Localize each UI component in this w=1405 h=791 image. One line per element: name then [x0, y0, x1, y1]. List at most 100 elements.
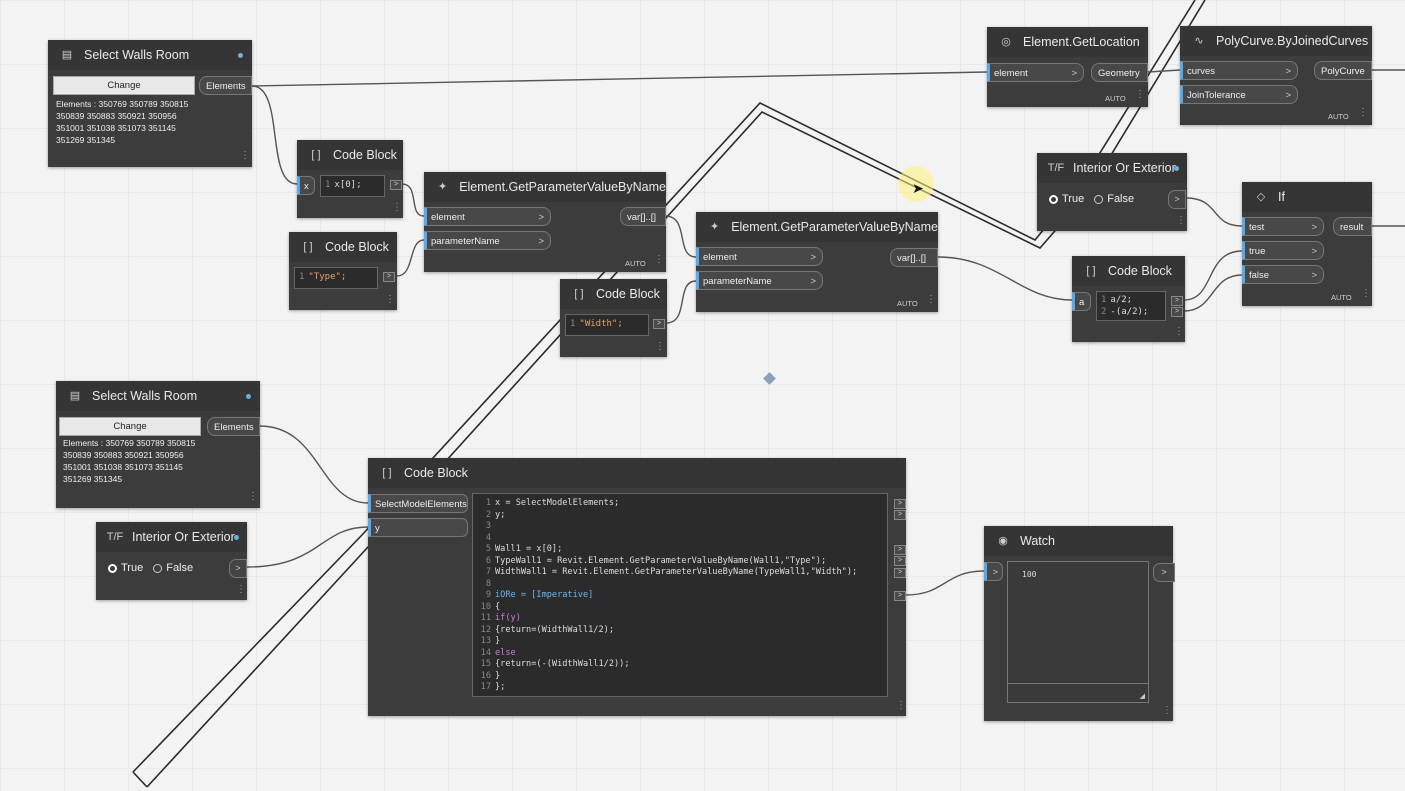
chevron-right-icon: > — [1071, 68, 1077, 79]
chevron-right-icon: > — [992, 567, 998, 578]
output-port-var[interactable]: var[]..[] — [890, 248, 938, 267]
output-port-1[interactable]: > — [894, 499, 906, 509]
node-menu-icon[interactable]: ⋮ — [1174, 326, 1184, 337]
radio-false[interactable]: False — [1094, 193, 1134, 205]
input-port-x[interactable]: x — [297, 176, 315, 195]
input-port-parametername[interactable]: parameterName> — [424, 231, 551, 250]
code-block-node-type[interactable]: [ ]Code Block 1"Type"; > ⋮ — [289, 232, 397, 310]
input-port-a[interactable]: a — [1072, 292, 1091, 311]
node-menu-icon[interactable]: ⋮ — [1176, 215, 1186, 226]
code-text: if(y) — [495, 613, 521, 623]
if-node[interactable]: ◇If test> true> false> result AUTO ⋮ — [1242, 182, 1372, 306]
input-port-true[interactable]: true> — [1242, 241, 1324, 260]
output-port[interactable]: > — [1153, 563, 1175, 582]
input-port[interactable]: > — [984, 562, 1003, 581]
output-port-4[interactable]: > — [894, 556, 906, 566]
code-line: 3 — [477, 521, 883, 533]
input-port-parametername[interactable]: parameterName> — [696, 271, 823, 290]
change-button[interactable]: Change — [59, 417, 201, 436]
input-port-jointolerance[interactable]: JoinTolerance> — [1180, 85, 1298, 104]
output-port-geometry[interactable]: Geometry — [1091, 63, 1148, 82]
output-port-elements[interactable]: Elements — [199, 76, 252, 95]
node-menu-icon[interactable]: ⋮ — [392, 202, 402, 213]
code-line: 10{ — [477, 602, 883, 614]
node-menu-icon[interactable]: ⋮ — [654, 254, 664, 265]
input-port-false[interactable]: false> — [1242, 265, 1324, 284]
code-text: }; — [495, 682, 506, 692]
mouse-cursor-icon: ➤ — [912, 180, 924, 196]
node-menu-icon[interactable]: ⋮ — [926, 294, 936, 305]
polycurve-node[interactable]: ∿PolyCurve.ByJoinedCurves curves> JoinTo… — [1180, 26, 1372, 125]
get-location-node[interactable]: ◎Element.GetLocation element> Geometry A… — [987, 27, 1148, 107]
node-menu-icon[interactable]: ⋮ — [1162, 705, 1172, 716]
output-port-elements[interactable]: Elements — [207, 417, 260, 436]
code-text: else — [495, 647, 516, 658]
output-port-6[interactable]: > — [894, 591, 906, 601]
radio-false[interactable]: False — [153, 562, 193, 574]
resize-handle-icon[interactable]: ◢ — [1139, 693, 1145, 700]
output-port[interactable]: > — [383, 272, 395, 282]
watch-node[interactable]: ◉Watch > 100 ◢ > ⋮ — [984, 526, 1175, 721]
boolean-radio-group[interactable]: True False — [108, 562, 203, 574]
radio-true[interactable]: True — [108, 562, 143, 574]
node-menu-icon[interactable]: ⋮ — [1135, 89, 1145, 100]
node-menu-icon[interactable]: ⋮ — [248, 491, 258, 502]
output-port-5[interactable]: > — [894, 568, 906, 578]
revit-select-icon: ▤ — [69, 390, 81, 402]
node-title: Interior Or Exterior — [132, 530, 235, 544]
code-block-icon: [ ] — [574, 288, 584, 300]
code-line: 12{return=(WidthWall1/2); — [477, 625, 883, 637]
code-block-node-width[interactable]: [ ]Code Block 1"Width"; > ⋮ — [560, 279, 667, 357]
radio-true[interactable]: True — [1049, 193, 1084, 205]
get-parameter-node-1[interactable]: ✦Element.GetParameterValueByName element… — [424, 172, 666, 272]
output-port-var[interactable]: var[]..[] — [620, 207, 666, 226]
input-port-element[interactable]: element> — [987, 63, 1084, 82]
input-port-test[interactable]: test> — [1242, 217, 1324, 236]
output-port-result[interactable]: result — [1333, 217, 1372, 236]
output-port-2[interactable]: > — [1171, 307, 1183, 317]
output-port[interactable]: > — [229, 559, 247, 578]
get-parameter-node-2[interactable]: ✦Element.GetParameterValueByName element… — [696, 212, 938, 312]
change-button[interactable]: Change — [53, 76, 195, 95]
output-port-1[interactable]: > — [1171, 296, 1183, 306]
if-icon: ◇ — [1256, 191, 1266, 203]
node-menu-icon[interactable]: ⋮ — [1361, 288, 1371, 299]
node-menu-icon[interactable]: ⋮ — [896, 700, 906, 711]
code-text: {return=(-(WidthWall1/2)); — [495, 659, 630, 669]
output-port-polycurve[interactable]: PolyCurve — [1314, 61, 1372, 80]
port-label: curves — [1187, 66, 1215, 77]
code-editor[interactable]: 1"Width"; — [565, 314, 649, 336]
node-menu-icon[interactable]: ⋮ — [240, 150, 250, 161]
boolean-radio-group[interactable]: True False — [1049, 193, 1144, 205]
output-port[interactable]: > — [1168, 190, 1186, 209]
node-title: Watch — [1020, 534, 1055, 548]
output-port[interactable]: > — [653, 319, 665, 329]
status-dot — [246, 394, 251, 399]
select-walls-room-node-1[interactable]: ▤Select Walls Room Change Elements Eleme… — [48, 40, 252, 167]
code-text: } — [495, 636, 501, 646]
output-port[interactable]: > — [390, 180, 402, 190]
node-menu-icon[interactable]: ⋮ — [236, 584, 246, 595]
output-port-3[interactable]: > — [894, 545, 906, 555]
output-port-2[interactable]: > — [894, 510, 906, 520]
code-editor[interactable]: 1"Type"; — [294, 267, 378, 289]
input-port-element[interactable]: element> — [424, 207, 551, 226]
select-walls-room-node-2[interactable]: ▤Select Walls Room Change Elements Eleme… — [56, 381, 260, 508]
node-menu-icon[interactable]: ⋮ — [655, 341, 665, 352]
code-text: } — [495, 670, 501, 681]
input-port-curves[interactable]: curves> — [1180, 61, 1298, 80]
node-menu-icon[interactable]: ⋮ — [385, 294, 395, 305]
input-port-element[interactable]: element> — [696, 247, 823, 266]
node-menu-icon[interactable]: ⋮ — [1358, 107, 1368, 118]
input-port-y[interactable]: y — [368, 518, 468, 537]
input-port-selectmodelelements[interactable]: SelectModelElements — [368, 494, 468, 513]
